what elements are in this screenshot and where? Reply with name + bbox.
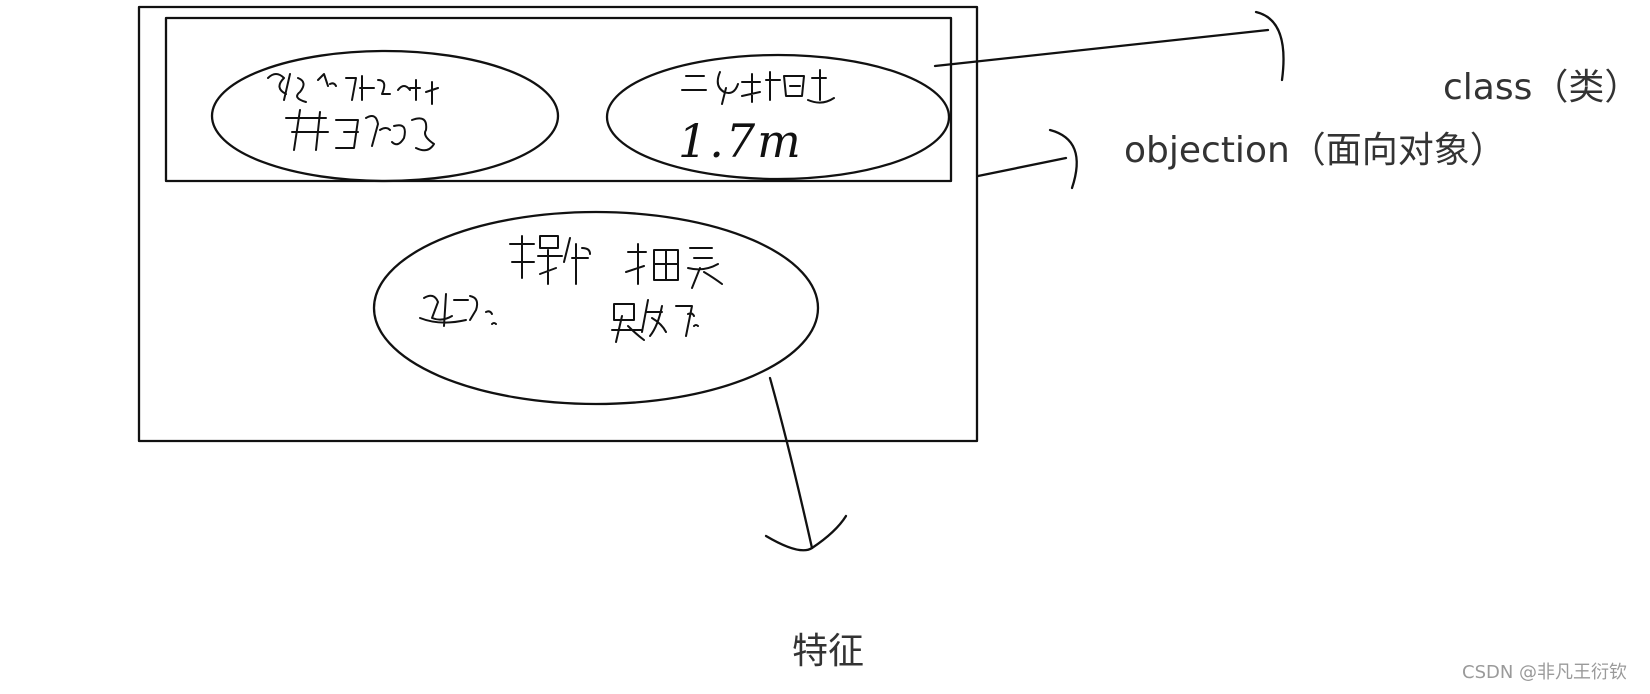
handwriting-actions-scribble [419,235,723,343]
feature-connector-line [768,376,814,550]
objection-connector-line [976,156,1068,178]
attribute-ellipse-name-age [210,49,560,183]
objection-brace [1048,128,1078,190]
handwriting-height: 1.7m [678,114,803,168]
class-label: class（类） [1443,67,1641,108]
behavior-ellipse [372,210,820,406]
class-brace [1254,10,1285,82]
inner-class-box [164,16,953,183]
handwriting-name-scribble [267,73,439,152]
handwriting-legs-scribble [681,69,835,105]
outer-object-box [137,5,979,443]
feature-arrow-head [764,514,848,552]
attribute-ellipse-legs-height [605,53,951,181]
class-connector-line [933,28,1270,68]
objection-label: objection（面向对象） [1124,130,1506,171]
feature-label: 特征 [792,631,865,672]
watermark: CSDN @非凡王衍钦 [1462,662,1628,683]
